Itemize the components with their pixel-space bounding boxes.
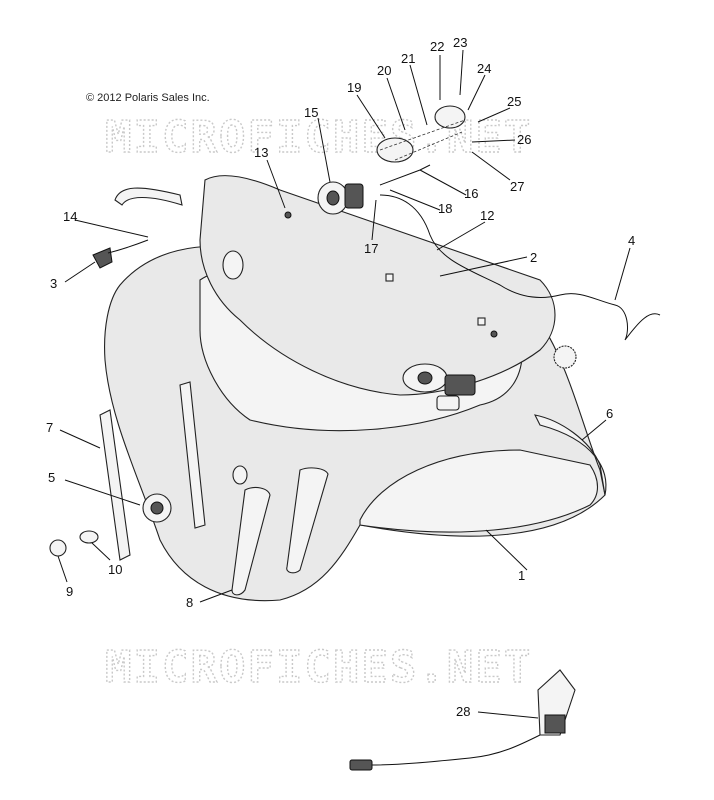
callout-13: 13 <box>254 145 268 160</box>
callout-18: 18 <box>438 201 452 216</box>
trim-strip <box>534 414 607 496</box>
lower-vent-panel-inner <box>286 467 329 574</box>
callout-23: 23 <box>453 35 467 50</box>
watermark-bottom: MICROFICHES.NET <box>105 642 532 693</box>
horn-center <box>326 190 340 206</box>
bulb-base <box>544 714 566 734</box>
cap-part <box>49 539 67 557</box>
callout-21: 21 <box>401 51 415 66</box>
callout-19: 19 <box>347 80 361 95</box>
nut-part <box>490 330 498 338</box>
lens-part <box>79 530 99 544</box>
clip-2b <box>477 317 486 326</box>
callout-20: 20 <box>377 63 391 78</box>
bulb-plug <box>349 759 373 771</box>
mount-ring-right <box>434 105 466 129</box>
connector-clip <box>436 395 460 411</box>
callout-1: 1 <box>518 568 525 583</box>
wire-lead <box>379 164 431 186</box>
callout-25: 25 <box>507 94 521 109</box>
leader-lines <box>57 49 631 719</box>
callout-9: 9 <box>66 584 73 599</box>
fairing-right-panel <box>359 449 599 533</box>
wire-harness <box>379 194 661 341</box>
horn-bracket <box>344 183 364 209</box>
dash-panel <box>199 175 556 396</box>
callout-16: 16 <box>464 186 478 201</box>
callout-5: 5 <box>48 470 55 485</box>
left-vent <box>222 250 244 280</box>
ring-fastener-lines <box>379 119 466 161</box>
callout-6: 6 <box>606 406 613 421</box>
callout-10: 10 <box>108 562 122 577</box>
callout-28: 28 <box>456 704 470 719</box>
left-vent-panel <box>99 409 131 561</box>
plug-part <box>232 465 248 485</box>
callout-17: 17 <box>364 241 378 256</box>
callout-14: 14 <box>63 209 77 224</box>
speaker-center <box>417 371 433 385</box>
switch-part <box>92 247 113 269</box>
callout-12: 12 <box>480 208 494 223</box>
callout-3: 3 <box>50 276 57 291</box>
top-trim-rail <box>114 187 183 206</box>
clip-2 <box>385 273 394 282</box>
callout-26: 26 <box>517 132 531 147</box>
callout-2: 2 <box>530 250 537 265</box>
callout-22: 22 <box>430 39 444 54</box>
bulb-wire <box>369 734 541 766</box>
gear-ring <box>553 345 577 369</box>
left-vent-panel-inner <box>179 381 206 529</box>
callout-8: 8 <box>186 595 193 610</box>
lower-vent-panel <box>231 486 271 596</box>
switch-wire <box>107 239 149 254</box>
mount-ring-left <box>376 137 414 163</box>
callout-7: 7 <box>46 420 53 435</box>
light-socket-center <box>150 501 164 515</box>
connector-block <box>444 374 476 396</box>
callout-24: 24 <box>477 61 491 76</box>
callout-4: 4 <box>628 233 635 248</box>
copyright-notice: © 2012 Polaris Sales Inc. <box>86 92 210 104</box>
callout-27: 27 <box>510 179 524 194</box>
screw-13 <box>284 211 292 219</box>
callout-15: 15 <box>304 105 318 120</box>
